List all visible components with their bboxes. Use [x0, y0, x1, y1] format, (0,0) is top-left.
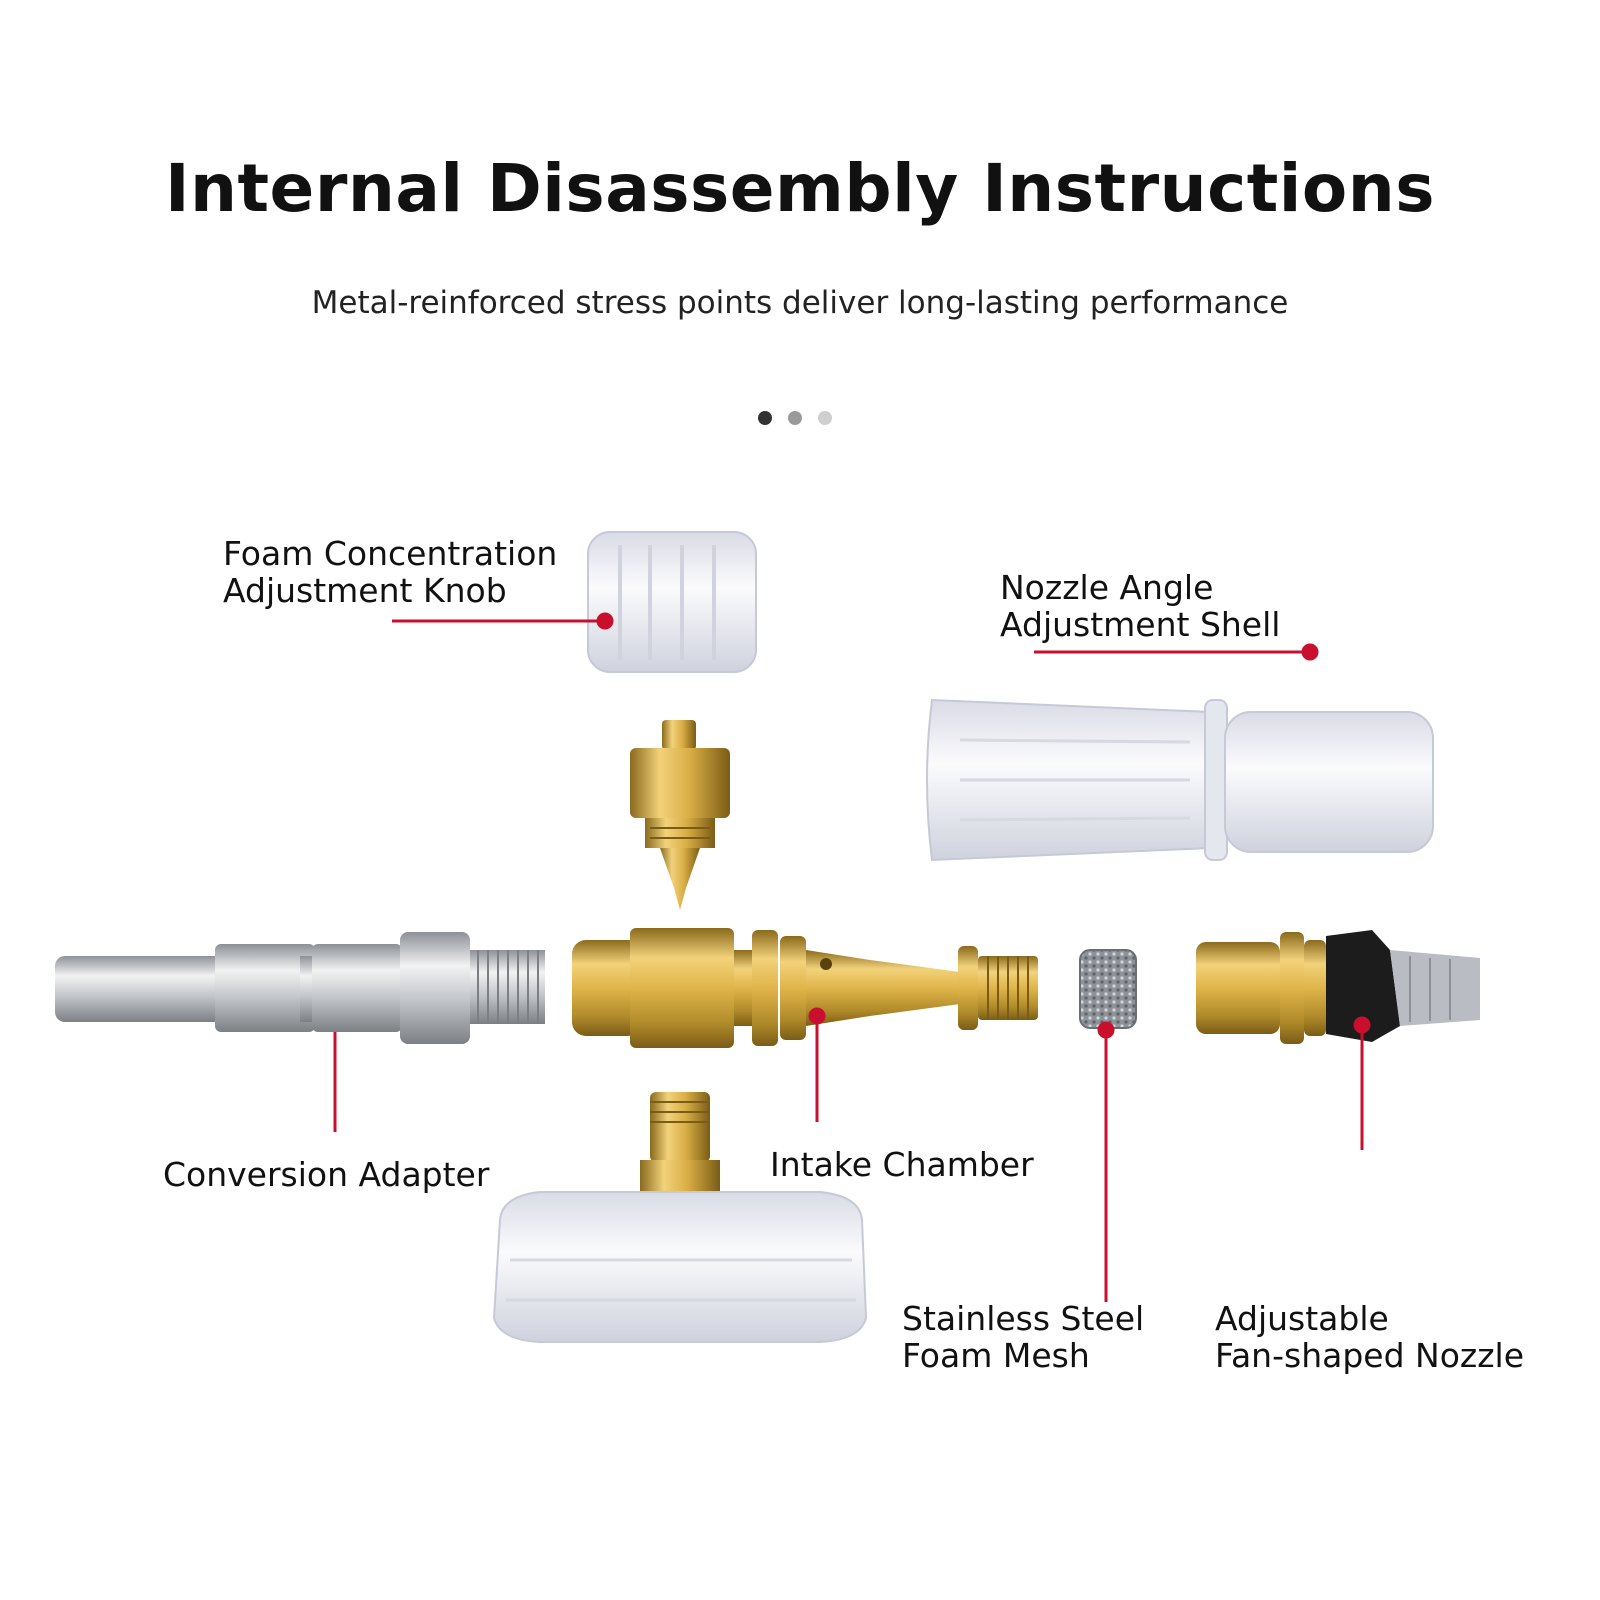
shell-leader-dot: [1301, 643, 1319, 661]
chamber-leader-dot: [808, 1007, 826, 1025]
knob-leader-dot: [596, 612, 614, 630]
label-nozzle-shell-line2: Adjustment Shell: [1000, 605, 1281, 644]
bottle-cap-part: [492, 1092, 868, 1343]
pager-dot-3[interactable]: [818, 411, 832, 425]
carousel-pager: [758, 411, 832, 425]
label-nozzle-shell-line1: Nozzle Angle: [1000, 568, 1214, 607]
label-intake-chamber: Intake Chamber: [770, 1146, 1034, 1183]
pager-dot-2[interactable]: [788, 411, 802, 425]
label-conversion-adapter: Conversion Adapter: [163, 1156, 489, 1193]
label-fan-nozzle: Adjustable Fan-shaped Nozzle: [1215, 1300, 1524, 1374]
nozzle-shell-part: [926, 698, 1434, 862]
label-conversion-adapter-line1: Conversion Adapter: [163, 1155, 490, 1194]
leader-lines: [333, 612, 1371, 1302]
conversion-adapter-part: [55, 932, 545, 1044]
label-foam-knob-line1: Foam Concentration: [223, 534, 558, 573]
foam-mesh-part: [1079, 949, 1137, 1029]
label-foam-mesh-line2: Foam Mesh: [902, 1336, 1090, 1375]
page-title: Internal Disassembly Instructions: [164, 150, 1436, 227]
needle-valve-part: [630, 720, 730, 910]
label-fan-nozzle-line1: Adjustable: [1215, 1299, 1389, 1338]
label-fan-nozzle-line2: Fan-shaped Nozzle: [1215, 1336, 1525, 1375]
nozzle-leader-dot: [1353, 1016, 1371, 1034]
foam-knob-part: [587, 531, 757, 673]
page-subtitle: Metal-reinforced stress points deliver l…: [311, 285, 1289, 321]
label-nozzle-shell: Nozzle Angle Adjustment Shell: [1000, 569, 1280, 643]
intake-chamber-part: [572, 928, 1038, 1048]
label-foam-mesh-line1: Stainless Steel: [902, 1299, 1145, 1338]
pager-dot-1[interactable]: [758, 411, 772, 425]
label-foam-knob: Foam Concentration Adjustment Knob: [223, 535, 557, 609]
label-foam-knob-line2: Adjustment Knob: [223, 571, 507, 610]
label-foam-mesh: Stainless Steel Foam Mesh: [902, 1300, 1144, 1374]
label-intake-chamber-line1: Intake Chamber: [770, 1145, 1034, 1184]
fan-nozzle-part: [1196, 930, 1480, 1044]
mesh-leader-dot: [1097, 1021, 1115, 1039]
